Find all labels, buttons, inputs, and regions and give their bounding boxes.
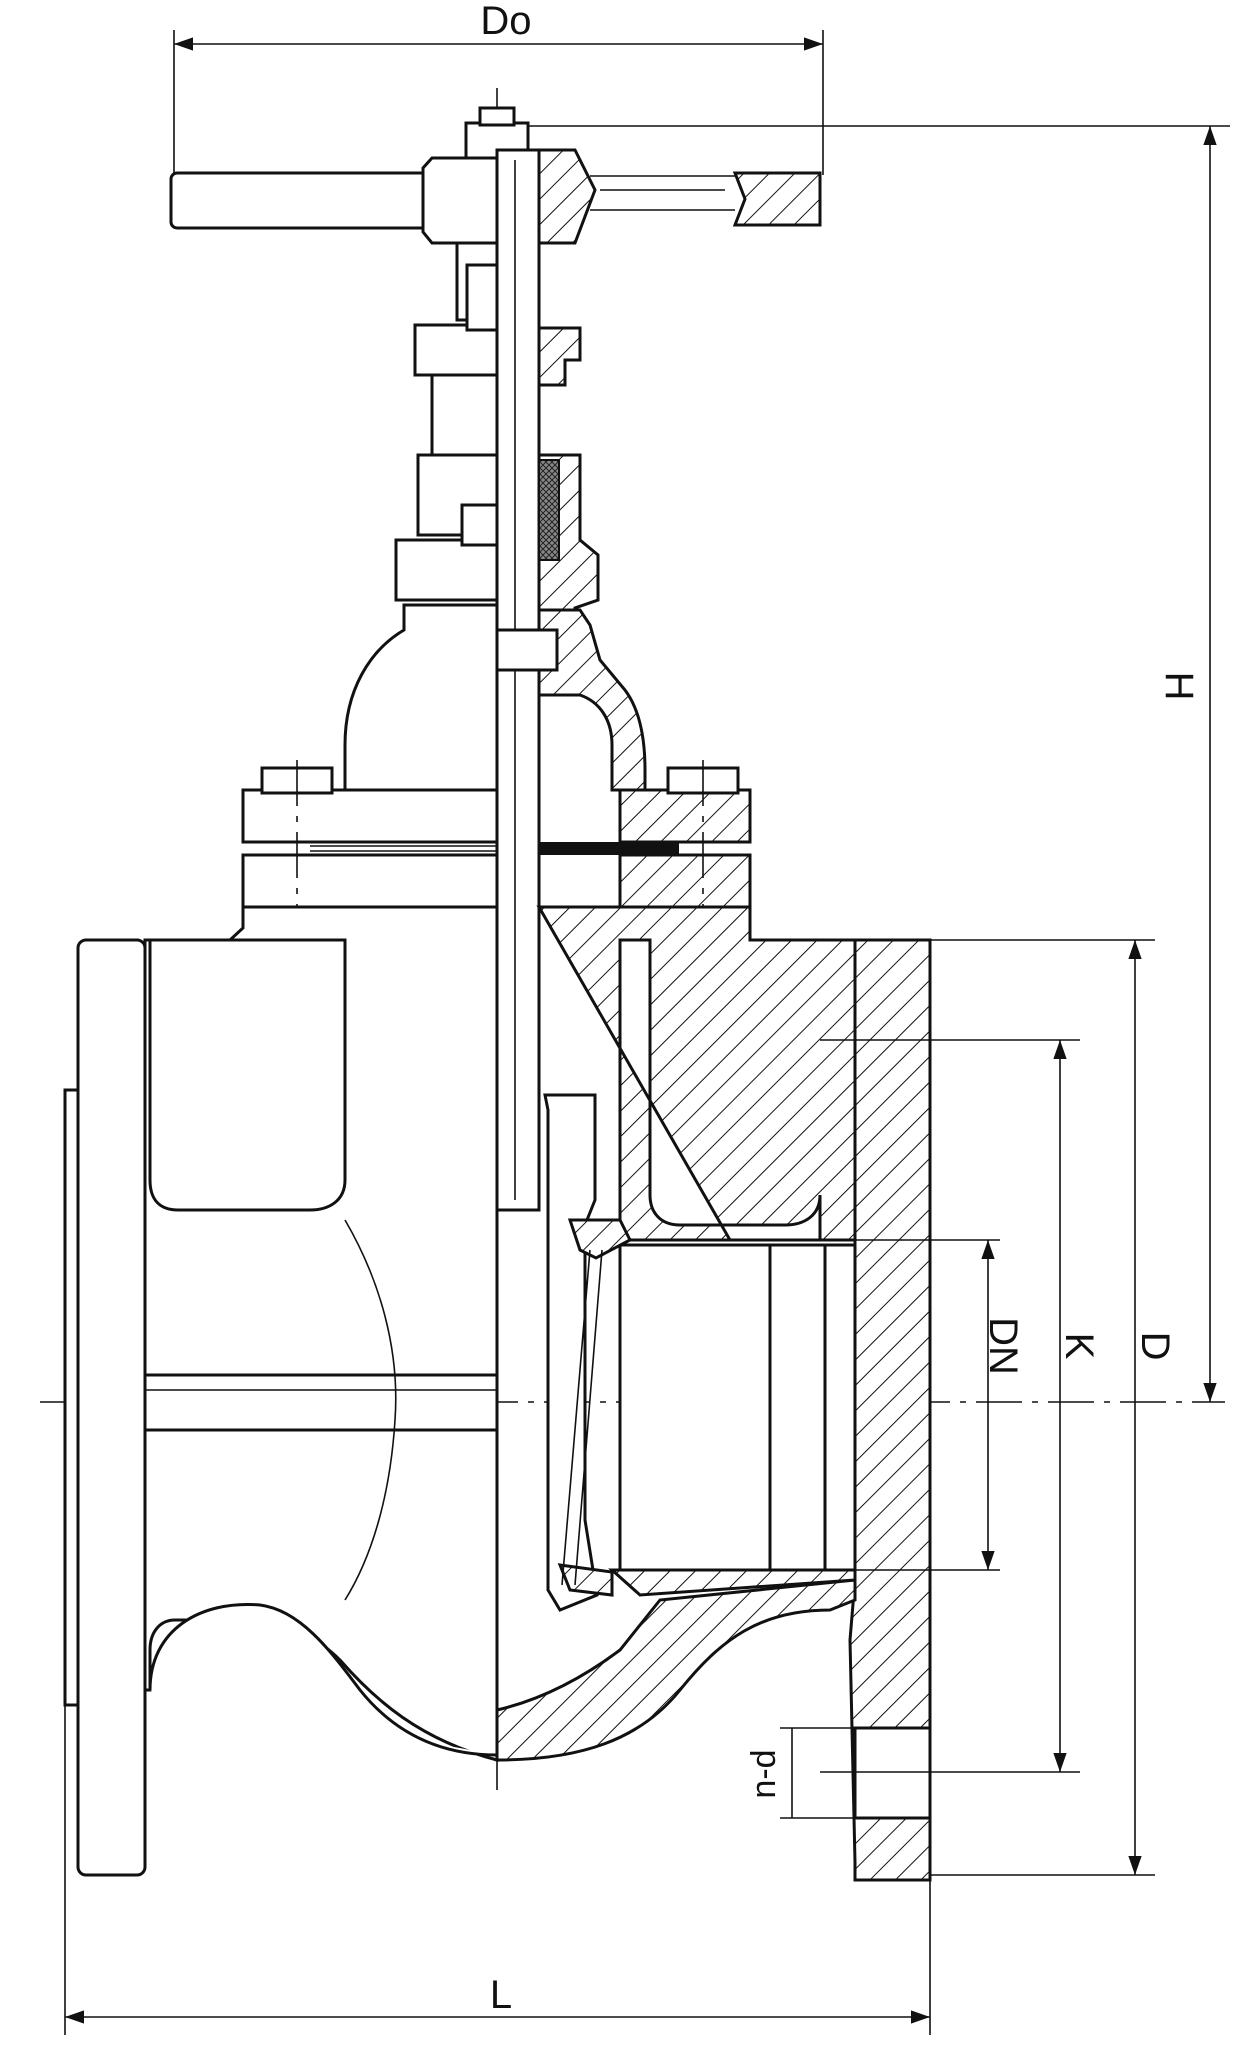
- valve-body: [63, 905, 499, 1877]
- body-section: [495, 905, 932, 1882]
- label-l: L: [490, 1973, 512, 2017]
- label-k: K: [1057, 1333, 1101, 1360]
- label-n-d: n-d: [745, 1749, 783, 1798]
- bonnet: [241, 603, 752, 909]
- label-d: D: [1133, 1332, 1177, 1361]
- dimensions: [64, 30, 1230, 2035]
- label-h: H: [1157, 672, 1201, 701]
- stem: [495, 148, 541, 1212]
- label-do: Do: [480, 0, 531, 43]
- label-dn: DN: [981, 1317, 1025, 1375]
- yoke-gland: [394, 241, 600, 627]
- dimension-labels: Do H D K DN n-d L: [480, 0, 1201, 2017]
